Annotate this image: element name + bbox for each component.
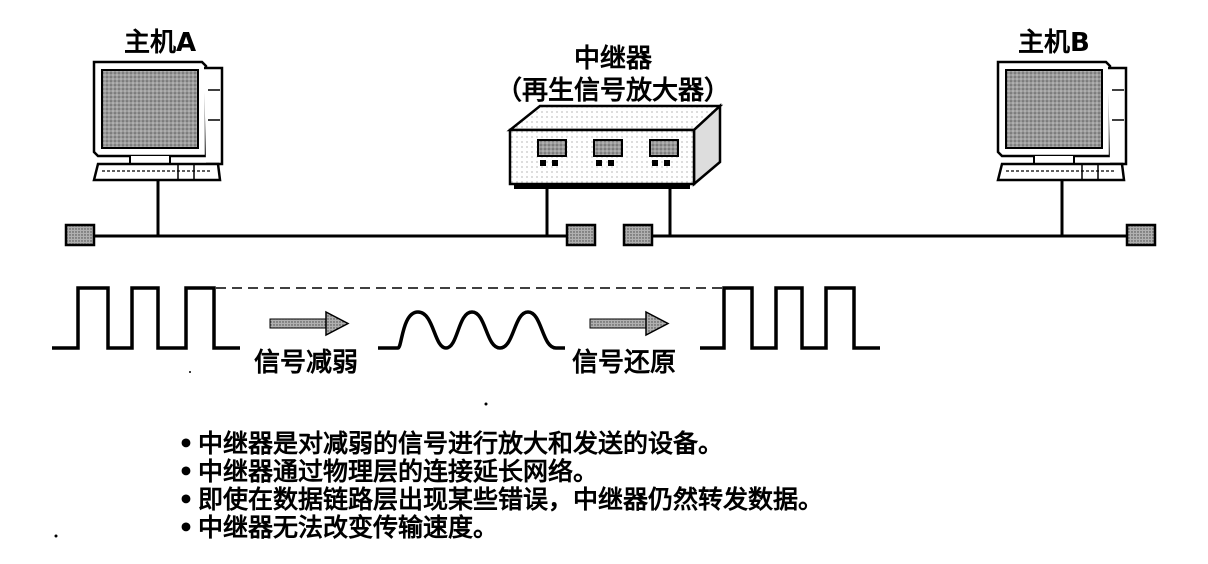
repeater-title: 中继器 [573, 44, 653, 74]
square-wave-original [52, 286, 240, 350]
repeater-subtitle: （再生信号放大器） [495, 76, 731, 106]
note-text: 中继器通过物理层的连接延长网络。 [198, 457, 599, 486]
note-item: •中继器通过物理层的连接延长网络。 [178, 458, 823, 486]
scan-speck [189, 371, 191, 373]
attenuated-wave [378, 310, 565, 350]
cable-terminator-icon [565, 223, 597, 247]
note-item: •中继器无法改变传输速度。 [178, 514, 823, 542]
arrow-right-icon [269, 310, 350, 337]
bullet-dot: • [178, 457, 194, 486]
note-item: •中继器是对减弱的信号进行放大和发送的设备。 [178, 430, 823, 458]
repeater-device-icon [506, 103, 724, 236]
square-wave-restored [700, 286, 880, 350]
cable-terminator-icon [622, 223, 654, 247]
bullet-dot: • [178, 429, 194, 458]
computer-icon [996, 60, 1128, 236]
arrow-right-icon [589, 310, 670, 337]
bullet-dot: • [178, 485, 194, 514]
computer-icon [92, 60, 224, 236]
signal-restored-label: 信号还原 [572, 348, 677, 378]
notes-list: •中继器是对减弱的信号进行放大和发送的设备。 •中继器通过物理层的连接延长网络。… [178, 430, 823, 542]
signal-attenuated-label: 信号减弱 [254, 348, 359, 378]
cable-terminator-icon [1125, 223, 1157, 247]
scan-speck [484, 402, 488, 406]
cable-terminator-icon [64, 223, 96, 247]
scan-speck [54, 534, 58, 538]
note-item: •即使在数据链路层出现某些错误，中继器仍然转发数据。 [178, 486, 823, 514]
note-text: 中继器无法改变传输速度。 [198, 513, 499, 542]
bullet-dot: • [178, 513, 194, 542]
host-b-label: 主机B [1018, 28, 1090, 58]
note-text: 即使在数据链路层出现某些错误，中继器仍然转发数据。 [198, 485, 824, 514]
host-a-label: 主机A [124, 28, 197, 58]
note-text: 中继器是对减弱的信号进行放大和发送的设备。 [198, 429, 724, 458]
